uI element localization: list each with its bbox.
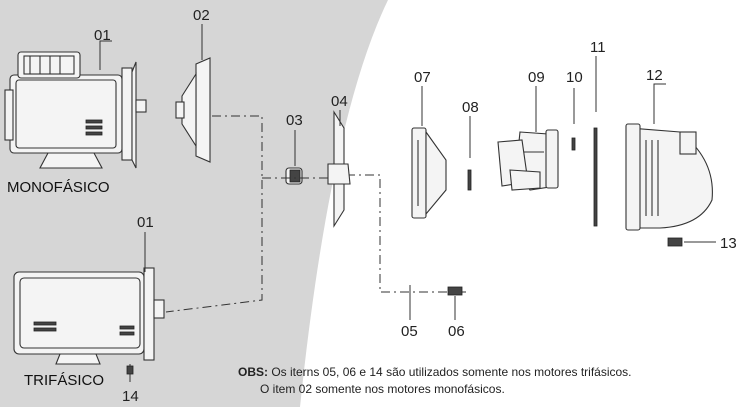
label-01-top: 01 [94,27,111,44]
part-10-gasket [571,88,576,151]
note-line-1: OBS: Os iterns 05, 06 e 14 são utilizado… [238,365,632,379]
label-trifasico: TRIFÁSICO [24,372,104,389]
part-01-single-phase-motor [4,40,147,169]
label-11: 11 [590,39,606,56]
part-06-screw [447,286,463,320]
label-02: 02 [193,7,210,24]
label-10: 10 [566,69,583,86]
part-13-drain-plug [667,237,716,247]
part-12-strainer-pot [625,83,713,231]
assembly-center-lines [165,115,470,313]
label-08: 08 [462,99,479,116]
part-04-impeller [327,110,351,228]
label-07: 07 [414,69,431,86]
note-line-2: O item 02 somente nos motores monofásico… [260,382,505,396]
part-09-pump-housing [497,86,559,191]
part-01-three-phase-motor [13,232,165,382]
part-08-o-ring [467,116,472,191]
part-07-diffuser [411,86,447,219]
label-09: 09 [528,69,545,86]
label-14: 14 [122,388,139,405]
label-13: 13 [720,235,737,252]
part-02-seal-plate [175,24,211,163]
note-line-1-text: Os iterns 05, 06 e 14 são utilizados som… [268,365,632,379]
label-05: 05 [401,323,418,340]
part-03-bushing [285,130,303,185]
note-obs-prefix: OBS: [238,365,268,379]
label-01-bottom: 01 [137,214,154,231]
label-04: 04 [331,93,348,110]
label-03: 03 [286,112,303,129]
label-12: 12 [646,67,663,84]
label-monofasico: MONOFÁSICO [7,179,110,196]
part-11-seal-ring [593,56,598,227]
label-06: 06 [448,323,465,340]
